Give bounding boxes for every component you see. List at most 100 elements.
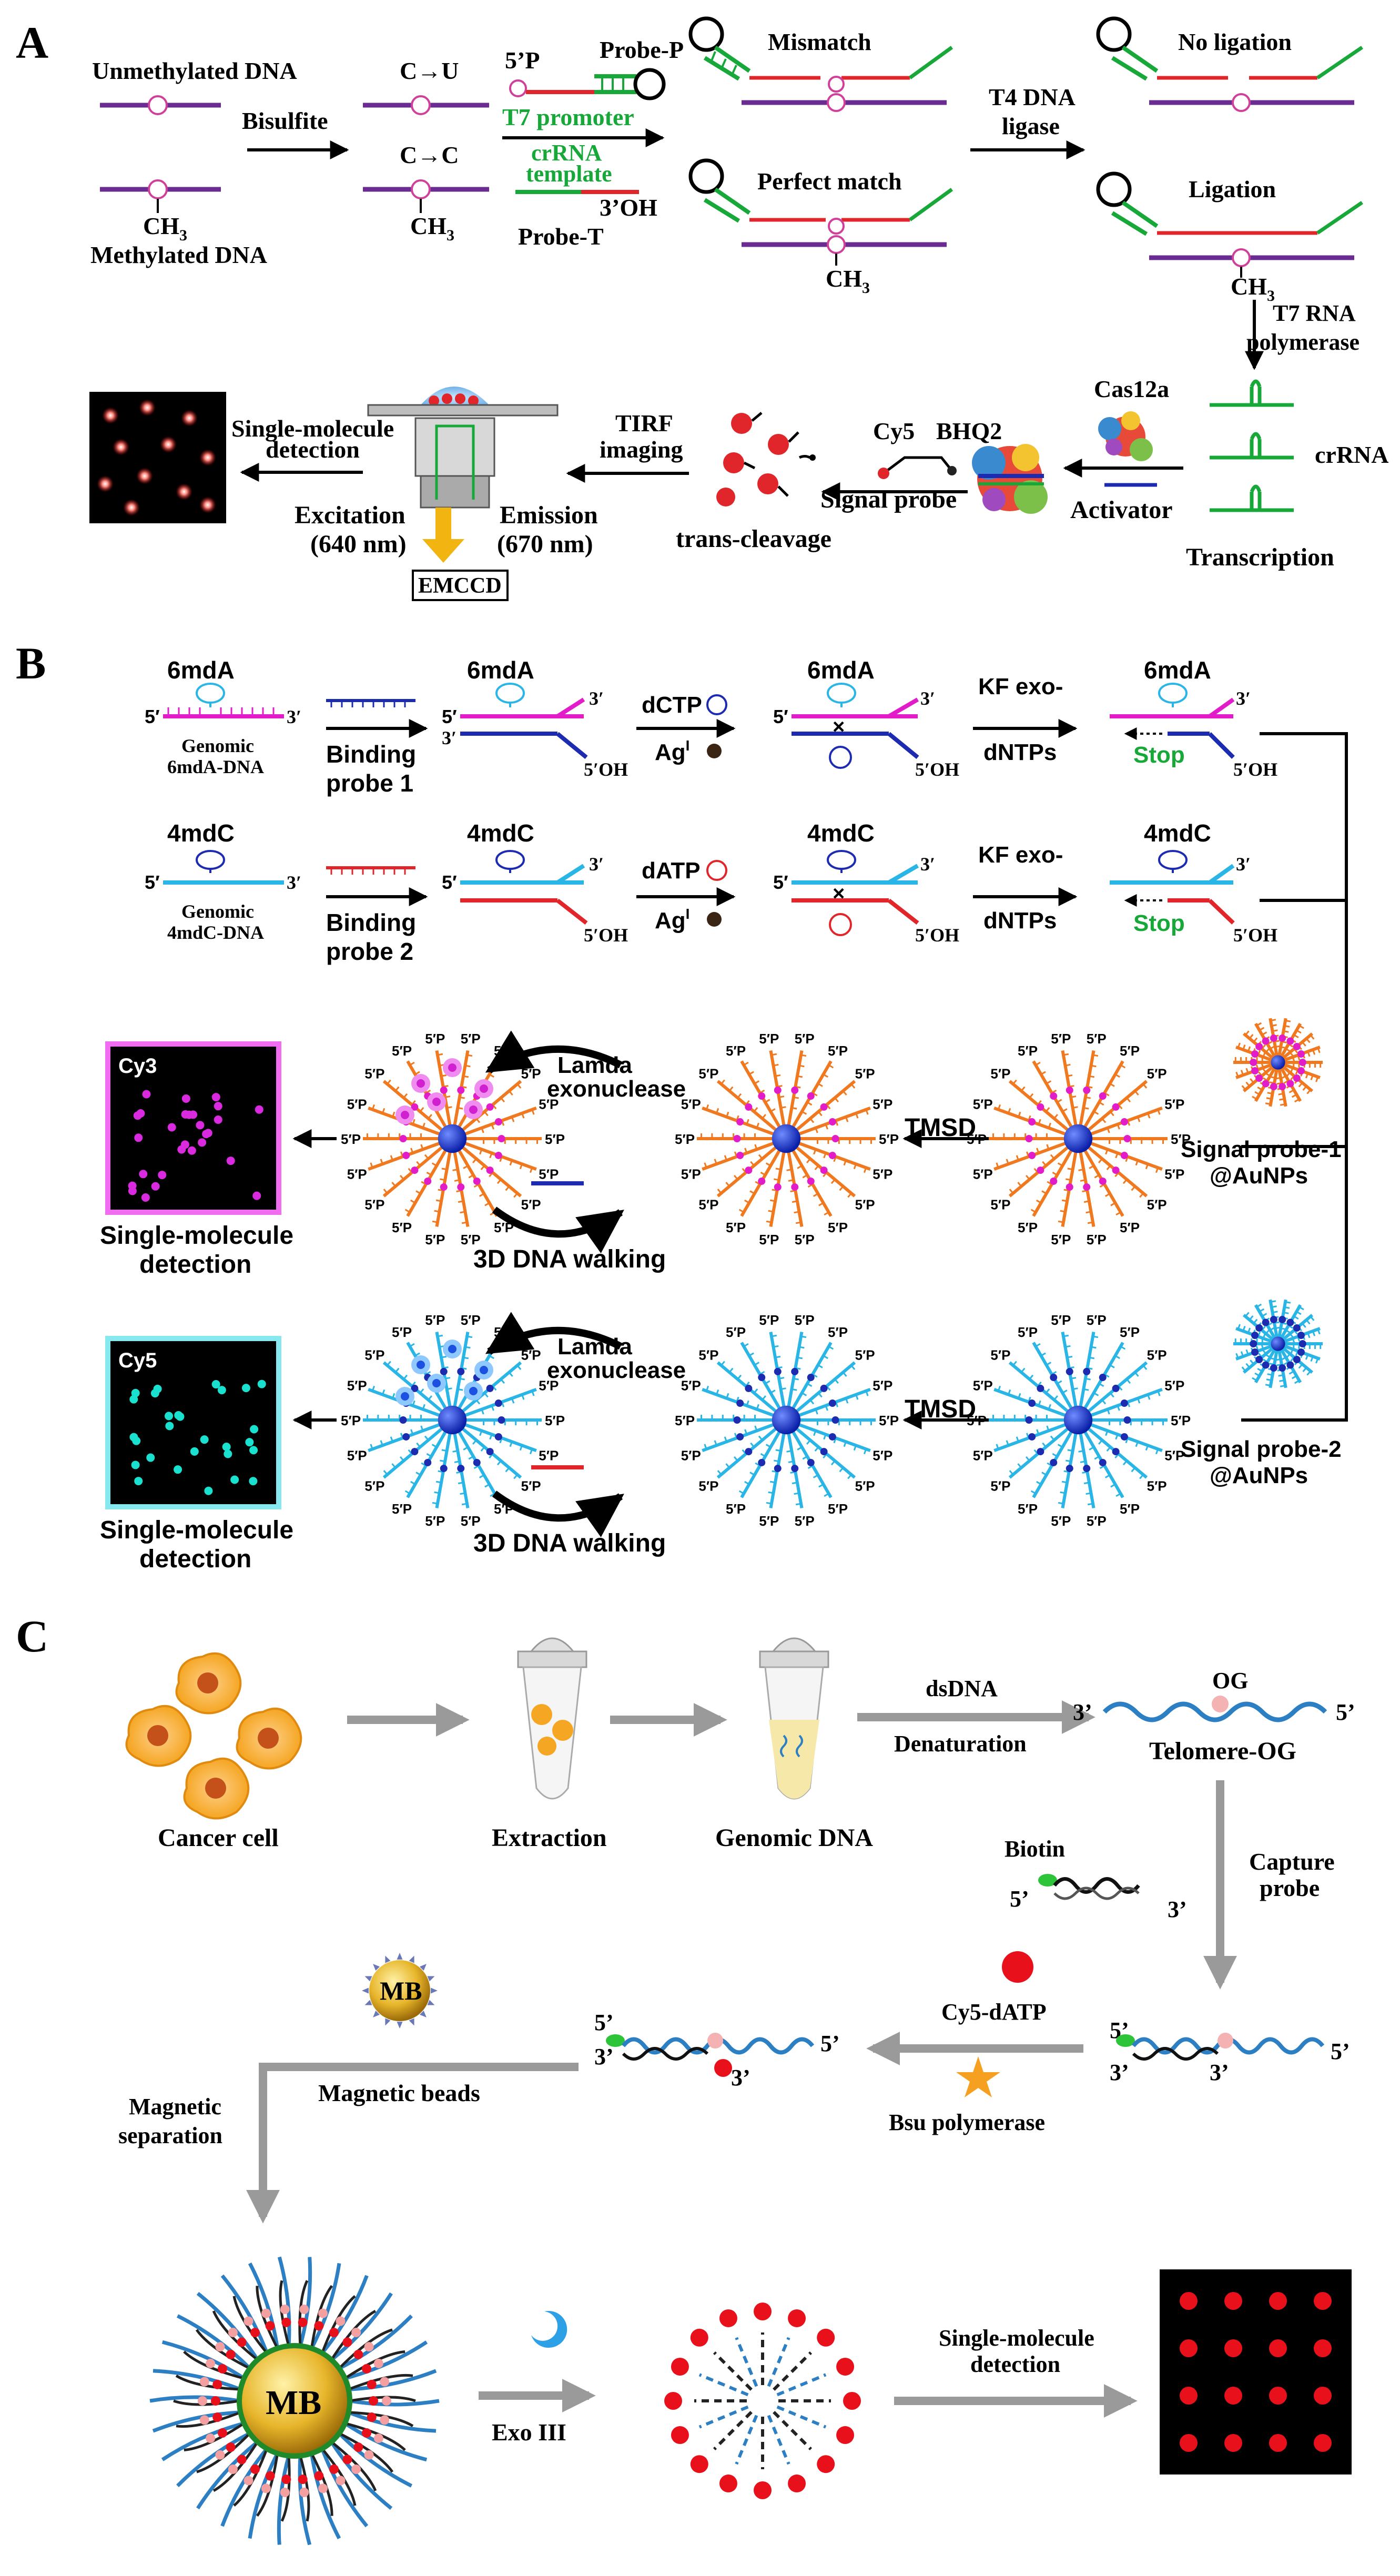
mb-og (380, 2377, 390, 2387)
5oh-label-r2-3: 5′OH (1233, 925, 1277, 946)
mb-spike (409, 1955, 414, 1963)
five-p-label: 5′P (347, 1378, 367, 1394)
mb-arm (196, 2440, 259, 2510)
c-to-c-label: C→C (400, 141, 459, 168)
mb-arm (277, 2256, 291, 2346)
five-p-label: 5′P (539, 1378, 559, 1394)
smd-spot (200, 1435, 209, 1444)
mb-arm (248, 2262, 280, 2349)
cas12a-protein (1098, 411, 1153, 461)
smd-spot (230, 1475, 239, 1484)
smd-spot (131, 1461, 140, 1469)
five-p-label: 5′P (726, 1501, 746, 1517)
smd-c-spot (1269, 2434, 1287, 2452)
mb-arm (338, 2432, 413, 2488)
mb-arm (149, 2395, 240, 2403)
released-cy5-spot (671, 2426, 689, 2445)
mb-arm (153, 2369, 241, 2391)
smd-label-a-2: detection (266, 436, 360, 463)
five-p-label: 5′P (698, 1347, 718, 1363)
mb-og (380, 2415, 390, 2425)
five-p-label: 5′P (425, 1031, 445, 1047)
smd-spot (198, 1138, 207, 1147)
mb-cy5 (353, 2442, 363, 2452)
five-p-label: 5′P (973, 1447, 993, 1463)
released-cy3-core (448, 1063, 456, 1072)
released-cy5-spot (754, 2303, 772, 2320)
mb-arm (248, 2452, 279, 2539)
telomere-3p: 3’ (1073, 1699, 1092, 1725)
smd-spot (222, 1443, 231, 1452)
mismatch-hybrid (688, 16, 953, 112)
genomic-dna-tube (759, 1637, 829, 1800)
t7-promoter-label: T7 promoter (502, 104, 634, 130)
3p-label-2: 3′ (589, 688, 604, 709)
smd-spot (226, 1157, 235, 1165)
five-p-label: 5′P (392, 1324, 412, 1340)
smd-spot (217, 1386, 226, 1395)
mb-arm (161, 2340, 246, 2380)
five-p-label: 5′P (392, 1043, 412, 1059)
released-cy5-spot (836, 2357, 855, 2376)
methylated-ch3: CH3 (143, 212, 187, 244)
panel-a: A Unmethylated DNA CH3 Methylated DNA Bi… (16, 16, 1389, 601)
3p-label-r2-3: 3′ (920, 854, 935, 875)
trans-cleavage-label: trans-cleavage (676, 525, 831, 553)
released-cy5-spot (843, 2392, 861, 2410)
released-cy5-core (417, 1361, 425, 1369)
smd-spot (158, 1171, 167, 1180)
five-p-label: 5′P (726, 1043, 746, 1059)
5p-label-r2-1: 5′ (145, 871, 160, 893)
five-p-label: 5′P (759, 1031, 779, 1047)
five-p-label: 5′P (973, 1166, 993, 1182)
five-p-label: 5′P (347, 1166, 367, 1182)
mb-og (364, 2342, 374, 2352)
template-label: template (526, 161, 612, 187)
dsdna-label: dsDNA (926, 1676, 998, 1701)
datp-label: dATP (642, 858, 701, 884)
five-p-label: 5′P (1018, 1501, 1038, 1517)
five-p-label: 5′P (795, 1513, 815, 1529)
five-p-label: 5′P (990, 1197, 1010, 1213)
3p-label-r2-2: 3′ (589, 854, 604, 875)
five-p-label: 5′P (461, 1312, 481, 1328)
mb-arm (298, 2257, 312, 2347)
mb-cy5 (353, 2349, 363, 2359)
five-p-label: 5′P (1018, 1043, 1038, 1059)
five-p-label: 5′P (795, 1312, 815, 1328)
five-p-label: 5′P (347, 1097, 367, 1112)
mb-og (336, 2316, 346, 2326)
excitation-label-1: Excitation (295, 501, 405, 529)
five-p-label: 5′P (828, 1324, 848, 1340)
cleaved-fragments (716, 412, 816, 506)
cancer-cell-label: Cancer cell (158, 1824, 279, 1852)
genomic-6mda-1: Genomic (181, 735, 254, 756)
five-p-label: 5′P (1164, 1166, 1184, 1182)
five-p-label: 5′P (681, 1447, 701, 1463)
mb-cy5 (212, 2412, 222, 2422)
five-p-label: 5′P (1147, 1197, 1167, 1213)
mb-cy5 (298, 2474, 308, 2484)
aunp-row1-a: 5′P5′P5′P5′P5′P5′P5′P5′P5′P5′P5′P5′P5′P5… (341, 1031, 565, 1248)
released-cy3-core (417, 1079, 425, 1088)
smd-spot (204, 1129, 212, 1138)
aunp-row2-a: 5′P5′P5′P5′P5′P5′P5′P5′P5′P5′P5′P5′P5′P5… (341, 1312, 565, 1529)
hybrid-left-5p-b: 5’ (820, 2031, 840, 2056)
smd-spot (214, 1102, 222, 1111)
signal-probe-1-label-a: Signal probe-1 (1181, 1137, 1342, 1162)
bisulfite-label: Bisulfite (242, 107, 328, 134)
five-p-label: 5′P (1051, 1031, 1071, 1047)
released-cy5-core (432, 1379, 441, 1387)
mb-og (280, 2304, 290, 2314)
five-p-label: 5′P (879, 1131, 899, 1147)
cas12a-label: Cas12a (1094, 376, 1169, 402)
mb-og (206, 2433, 216, 2443)
mb-cy5 (281, 2317, 291, 2327)
mb-arm (330, 2292, 393, 2361)
3p-label-1: 3′ (287, 706, 301, 727)
mb-og (228, 2465, 238, 2474)
cy3-label: Cy3 (118, 1054, 157, 1078)
binding-probe-1b: probe 1 (326, 769, 413, 797)
mb-arm (349, 2399, 440, 2407)
smd-c-spot (1314, 2387, 1332, 2405)
